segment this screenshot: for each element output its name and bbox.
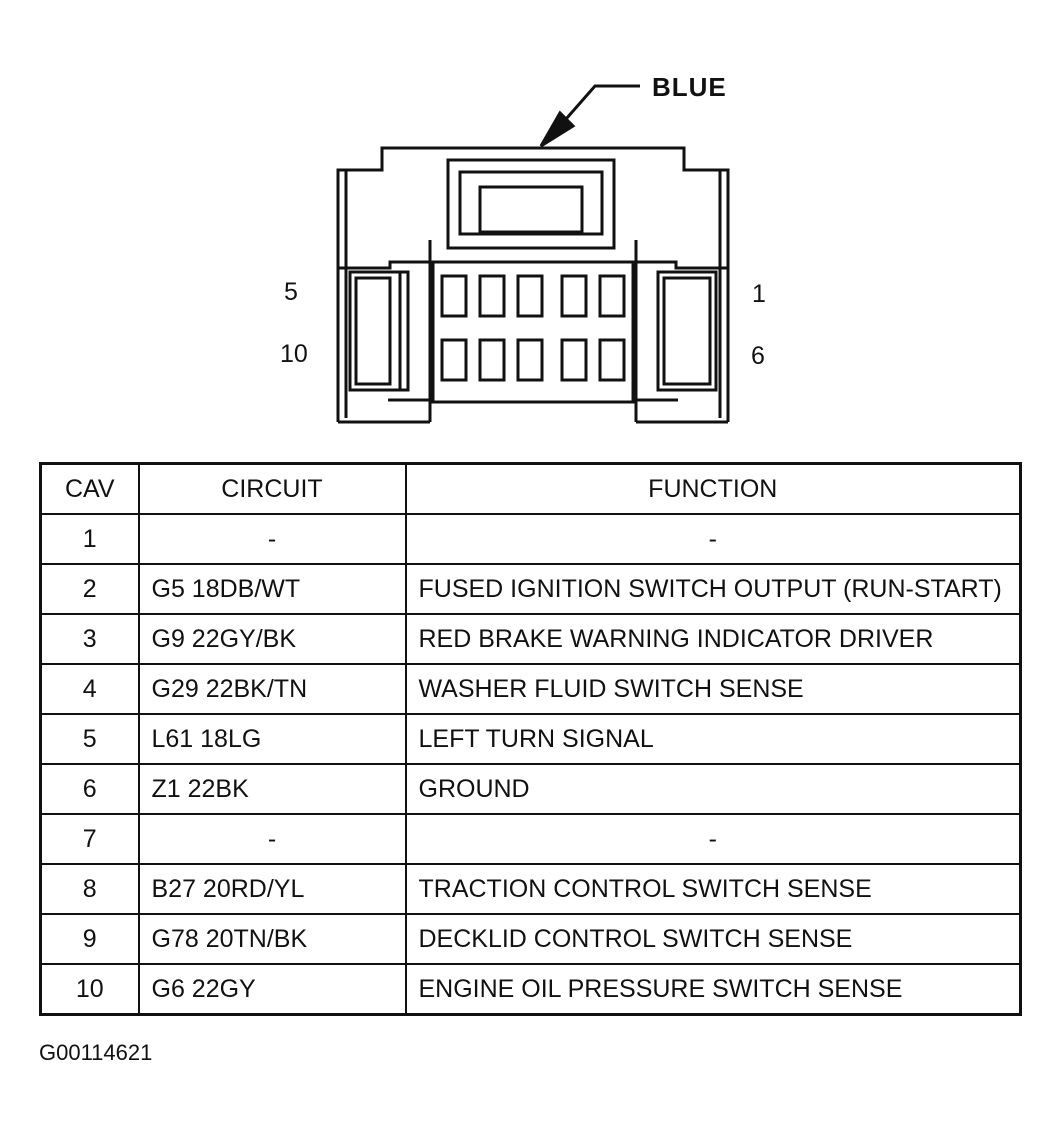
cell-function: ENGINE OIL PRESSURE SWITCH SENSE [404,963,1022,1016]
table-row: 7 - - [39,813,1022,865]
cavity [478,338,506,382]
cell-circuit: G6 22GY [137,963,407,1016]
cavity [516,338,544,382]
cell-function: GROUND [404,763,1022,815]
cell-circuit: Z1 22BK [137,763,407,815]
cell-circuit: - [137,513,407,565]
cavity [440,274,468,318]
cell-cav: 1 [39,513,140,565]
cavity [516,274,544,318]
table-header-row: CAV CIRCUIT FUNCTION [39,462,1022,515]
cell-circuit: G5 18DB/WT [137,563,407,615]
pin-label-top-right: 1 [752,280,766,308]
callout-arrowhead [539,110,576,148]
cell-function: - [404,513,1022,565]
table-row: 10 G6 22GY ENGINE OIL PRESSURE SWITCH SE… [39,963,1022,1016]
cavity [598,274,626,318]
pinout-table: CAV CIRCUIT FUNCTION 1 - - 2 G5 18DB/WT … [39,462,1022,1016]
cell-circuit: L61 18LG [137,713,407,765]
cell-function: DECKLID CONTROL SWITCH SENSE [404,913,1022,965]
cell-cav: 9 [39,913,140,965]
header-cav: CAV [39,462,140,515]
cell-cav: 6 [39,763,140,815]
cavity [598,338,626,382]
cell-cav: 3 [39,613,140,665]
connector-latch [446,158,616,250]
cell-circuit: G9 22GY/BK [137,613,407,665]
cell-cav: 4 [39,663,140,715]
table-row: 1 - - [39,513,1022,565]
side-lock-left [348,270,410,392]
cell-cav: 10 [39,963,140,1016]
table-row: 3 G9 22GY/BK RED BRAKE WARNING INDICATOR… [39,613,1022,665]
pin-label-bottom-left: 10 [280,340,308,368]
connector-diagram [336,84,730,424]
cell-function: FUSED IGNITION SWITCH OUTPUT (RUN-START) [404,563,1022,615]
cell-function: RED BRAKE WARNING INDICATOR DRIVER [404,613,1022,665]
table-row: 5 L61 18LG LEFT TURN SIGNAL [39,713,1022,765]
table-row: 8 B27 20RD/YL TRACTION CONTROL SWITCH SE… [39,863,1022,915]
cavity [560,274,588,318]
pin-label-bottom-right: 6 [751,342,765,370]
cell-circuit: B27 20RD/YL [137,863,407,915]
figure-id: G00114621 [39,1040,153,1065]
table-row: 6 Z1 22BK GROUND [39,763,1022,815]
cell-function: TRACTION CONTROL SWITCH SENSE [404,863,1022,915]
table-row: 9 G78 20TN/BK DECKLID CONTROL SWITCH SEN… [39,913,1022,965]
cell-cav: 8 [39,863,140,915]
cell-function: WASHER FLUID SWITCH SENSE [404,663,1022,715]
cell-cav: 2 [39,563,140,615]
cell-circuit: - [137,813,407,865]
cavity [478,274,506,318]
side-lock-right [656,270,718,392]
cell-cav: 7 [39,813,140,865]
pin-label-top-left: 5 [284,278,298,306]
cell-function: - [404,813,1022,865]
cavity [560,338,588,382]
header-circuit: CIRCUIT [137,462,407,515]
cavity [440,338,468,382]
cell-function: LEFT TURN SIGNAL [404,713,1022,765]
table-row: 2 G5 18DB/WT FUSED IGNITION SWITCH OUTPU… [39,563,1022,615]
table-row: 4 G29 22BK/TN WASHER FLUID SWITCH SENSE [39,663,1022,715]
cell-circuit: G78 20TN/BK [137,913,407,965]
header-function: FUNCTION [404,462,1022,515]
connector-color-label: BLUE [652,72,727,102]
pin-insert [431,260,635,404]
cell-circuit: G29 22BK/TN [137,663,407,715]
cell-cav: 5 [39,713,140,765]
